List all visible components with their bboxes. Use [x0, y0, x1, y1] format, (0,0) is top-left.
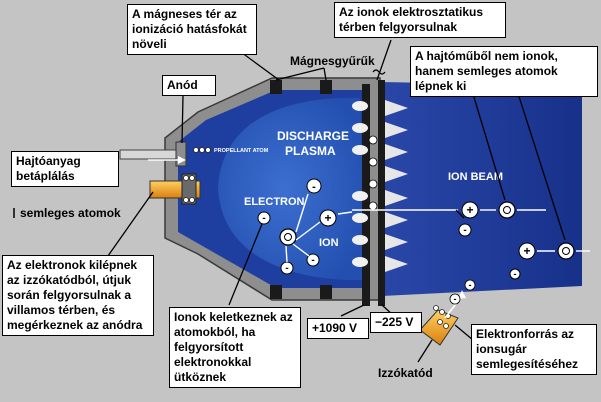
filament-cathode-label: Izzókatód [378, 366, 433, 380]
svg-text:+: + [324, 211, 331, 225]
plasma-label: PLASMA [285, 144, 336, 158]
neutral-atoms-label: semleges atomok [20, 206, 121, 220]
magnetic-field-callout: A mágneses tér az ionizáció hatásfokát n… [127, 4, 257, 55]
beam-arrows [352, 209, 590, 252]
electron-label: ELECTRON [244, 196, 305, 208]
beam-particles: + + - - [458, 201, 575, 280]
ions-acceleration-callout: Az ionok elektrosztatikus térben felgyor… [334, 2, 506, 38]
break-mark [372, 69, 386, 75]
cathode-coil [183, 175, 195, 203]
electron-source-callout: Elektronforrás az ionsugár semlegesítésé… [471, 324, 597, 375]
anode-coil [193, 147, 211, 153]
cathode-holder [181, 173, 197, 205]
ion-beam-label: ION BEAM [448, 171, 503, 183]
voltage-minus-label: −225 V [370, 312, 422, 333]
svg-text:-: - [463, 225, 466, 236]
ions-created-callout: Ionok keletkeznek az atomokból, ha felgy… [169, 307, 301, 388]
propellant-feed-callout: Hajtóanyag betáplálás [11, 151, 119, 187]
beamlets [385, 100, 408, 272]
discharge-plasma [218, 97, 366, 281]
magnet-ring-top [320, 80, 332, 94]
svg-text:-: - [311, 255, 314, 266]
arrow-head [178, 156, 186, 164]
svg-text:-: - [312, 181, 316, 193]
grid-bumps [352, 101, 368, 267]
svg-text:-: - [454, 294, 457, 304]
grid-ions [368, 135, 378, 211]
neutralizer-cathode [419, 309, 459, 346]
discharge-label: DISCHARGE [277, 129, 349, 143]
magnet-ring-bottom [270, 285, 282, 299]
arrow-head [458, 290, 466, 299]
gas-feed-pipe [119, 149, 183, 160]
anode-callout: Anód [162, 75, 216, 96]
svg-text:-: - [285, 263, 288, 274]
svg-text:+: + [523, 244, 530, 258]
magnet-rings-label: Mágnesgyűrűk [290, 54, 375, 68]
plasma-particles: - - + - - [257, 178, 337, 275]
accel-grid [378, 80, 385, 306]
anode-block [175, 141, 187, 167]
neutralizer-electrons: - - [449, 279, 476, 305]
collision-arrows [285, 193, 353, 263]
svg-text:-: - [262, 213, 265, 224]
propellant-atom-label: PROPELLANT ATOM [214, 148, 269, 154]
ion-beam-region [382, 82, 582, 296]
ion-label: ION [319, 237, 339, 249]
neutral-atoms-exit-callout: A hajtóműből nem ionok, hanem semleges a… [410, 46, 598, 97]
voltage-plus-label: +1090 V [307, 318, 369, 339]
svg-text:+: + [466, 203, 473, 217]
svg-text:-: - [469, 280, 472, 290]
magnet-ring-top [270, 80, 282, 94]
svg-text:-: - [514, 269, 517, 279]
magnet-ring-bottom [320, 285, 332, 299]
electrons-callout: Az elektronok kilépnek az izzókatódból, … [2, 255, 154, 336]
